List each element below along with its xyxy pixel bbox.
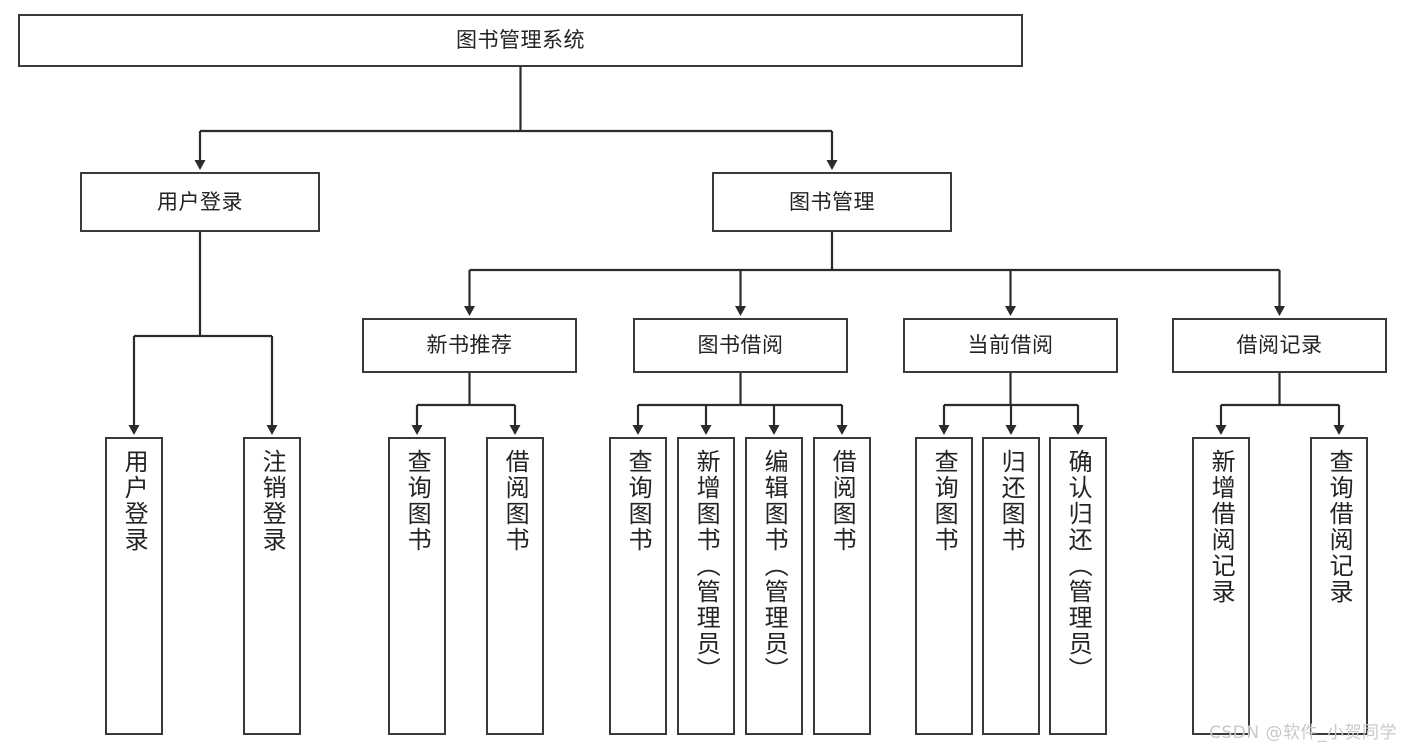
node-label: 归还图书 (997, 449, 1026, 553)
node-label: 图书管理系统 (456, 28, 585, 53)
node-label: 新增借阅记录 (1207, 449, 1236, 605)
node-label: 查询借阅记录 (1325, 449, 1354, 605)
node-label: 借阅图书 (828, 449, 857, 553)
node-l-borrow1[interactable]: 借阅图书 (486, 437, 544, 735)
node-l-confirm[interactable]: 确认归还（管理员） (1049, 437, 1107, 735)
node-label: 查询图书 (403, 449, 432, 553)
node-l-login[interactable]: 用户登录 (105, 437, 163, 735)
node-label: 查询图书 (930, 449, 959, 553)
node-label: 用户登录 (120, 449, 149, 553)
node-l-queryrec[interactable]: 查询借阅记录 (1310, 437, 1368, 735)
node-records[interactable]: 借阅记录 (1172, 318, 1387, 373)
node-l-edit[interactable]: 编辑图书（管理员） (745, 437, 803, 735)
node-bookmgr[interactable]: 图书管理 (712, 172, 952, 232)
node-label: 借阅记录 (1236, 333, 1323, 358)
node-label: 用户登录 (157, 189, 243, 214)
node-l-query1[interactable]: 查询图书 (388, 437, 446, 735)
node-label: 当前借阅 (967, 333, 1054, 358)
node-label: 新增图书（管理员） (692, 449, 721, 683)
node-label: 图书借阅 (697, 333, 784, 358)
node-current[interactable]: 当前借阅 (903, 318, 1118, 373)
node-l-return[interactable]: 归还图书 (982, 437, 1040, 735)
node-label: 确认归还（管理员） (1064, 449, 1093, 683)
node-label: 编辑图书（管理员） (760, 449, 789, 683)
node-l-addrec[interactable]: 新增借阅记录 (1192, 437, 1250, 735)
node-login[interactable]: 用户登录 (80, 172, 320, 232)
node-label: 查询图书 (624, 449, 653, 553)
node-l-add[interactable]: 新增图书（管理员） (677, 437, 735, 735)
node-root[interactable]: 图书管理系统 (18, 14, 1023, 67)
node-label: 注销登录 (258, 449, 287, 553)
node-label: 新书推荐 (426, 333, 513, 358)
node-borrow[interactable]: 图书借阅 (633, 318, 848, 373)
watermark: CSDN @软件_小贺同学 (1209, 723, 1397, 743)
node-l-query2[interactable]: 查询图书 (609, 437, 667, 735)
node-label: 图书管理 (789, 189, 875, 214)
node-label: 借阅图书 (501, 449, 530, 553)
node-l-borrow2[interactable]: 借阅图书 (813, 437, 871, 735)
node-l-query3[interactable]: 查询图书 (915, 437, 973, 735)
node-l-logout[interactable]: 注销登录 (243, 437, 301, 735)
node-newbook[interactable]: 新书推荐 (362, 318, 577, 373)
